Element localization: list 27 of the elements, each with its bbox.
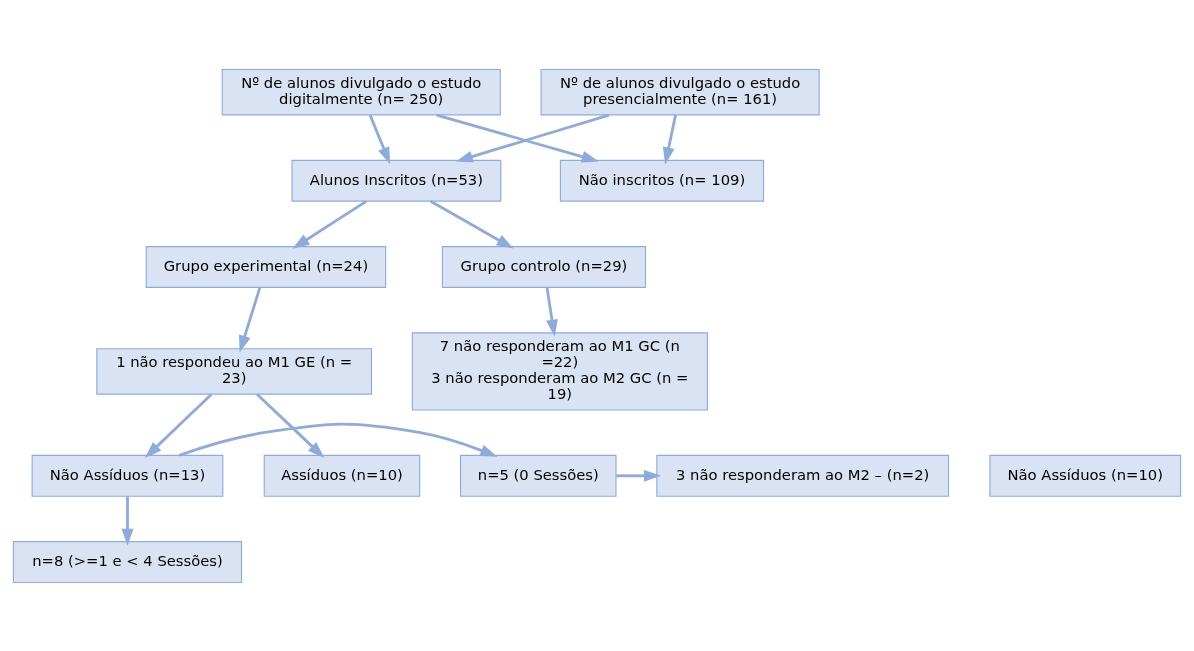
arrow [239, 286, 262, 353]
node-box: Não Assíduos (n=10) [989, 454, 1182, 497]
node-box: Não Assíduos (n=13) [31, 454, 224, 497]
node-box: Nº de alunos divulgado o estudo digitalmente (n= 250) [221, 68, 501, 115]
arrow [144, 392, 213, 458]
arrow [436, 113, 599, 163]
node-box: Grupo controlo (n=29) [441, 245, 647, 288]
node-box: Nº de alunos divulgado o estudo presencialmente (n= 161) [540, 68, 820, 115]
node-box: Grupo experimental (n=24) [145, 245, 387, 288]
node-box: 1 não respondeu ao M1 GE (n = 23) [96, 347, 373, 395]
arrow [256, 392, 325, 458]
node-box: Assíduos (n=10) [263, 454, 421, 497]
arrow [616, 469, 661, 482]
arrow [662, 114, 677, 164]
arrow [455, 113, 610, 162]
arrow [178, 422, 498, 457]
arrow [429, 199, 514, 249]
arrow [121, 495, 134, 546]
node-box: n=8 (>=1 e < 4 Sessões) [12, 540, 243, 583]
arrow [368, 114, 391, 164]
arrow [545, 287, 558, 337]
node-box: 7 não responderam ao M1 GC (n =22) 3 não responderam ao M2 GC (n = 19) [411, 331, 708, 411]
arrow [292, 199, 367, 249]
node-box: Não inscritos (n= 109) [559, 159, 765, 202]
node-box: Alunos Inscritos (n=53) [291, 159, 502, 202]
node-box: n=5 (0 Sessões) [459, 454, 617, 497]
node-box: 3 não responderam ao M2 – (n=2) [656, 454, 950, 497]
